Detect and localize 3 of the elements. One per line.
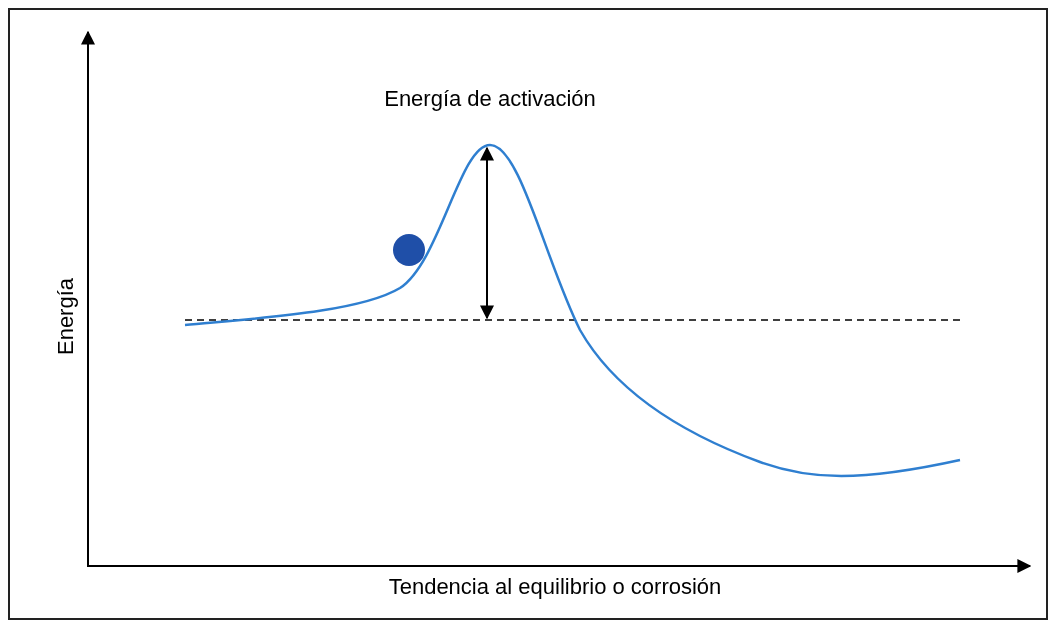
y-axis-label: Energía — [51, 276, 79, 358]
axis-annotation: Energía de activación — [383, 85, 597, 113]
x-axis-label: Tendencia al equilibrio o corrosión — [387, 573, 723, 601]
